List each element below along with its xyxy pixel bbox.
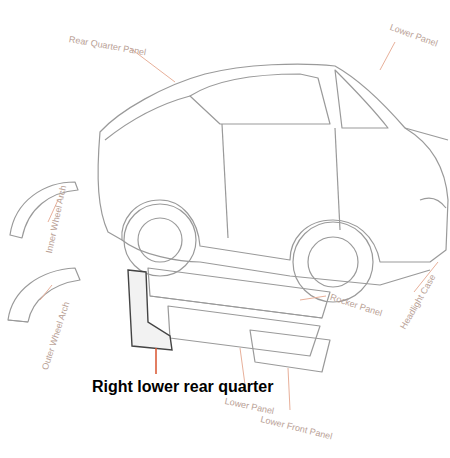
callout-leader [155, 348, 157, 374]
part-label: Inner Wheel Arch [44, 184, 68, 254]
part-label: Rocker Panel [329, 292, 383, 318]
leader-lines [40, 42, 438, 410]
part-label: Lower Panel [224, 396, 275, 416]
part-label: Lower Front Panel [260, 414, 334, 441]
rear-quarter-part [128, 270, 172, 350]
part-label: Rear Quarter Panel [68, 34, 147, 57]
part-label: Lower Panel [389, 22, 439, 49]
part-label: Headlight Case [398, 273, 437, 331]
part-title: Right lower rear quarter [92, 378, 273, 396]
part-label: Outer Wheel Arch [40, 300, 71, 371]
